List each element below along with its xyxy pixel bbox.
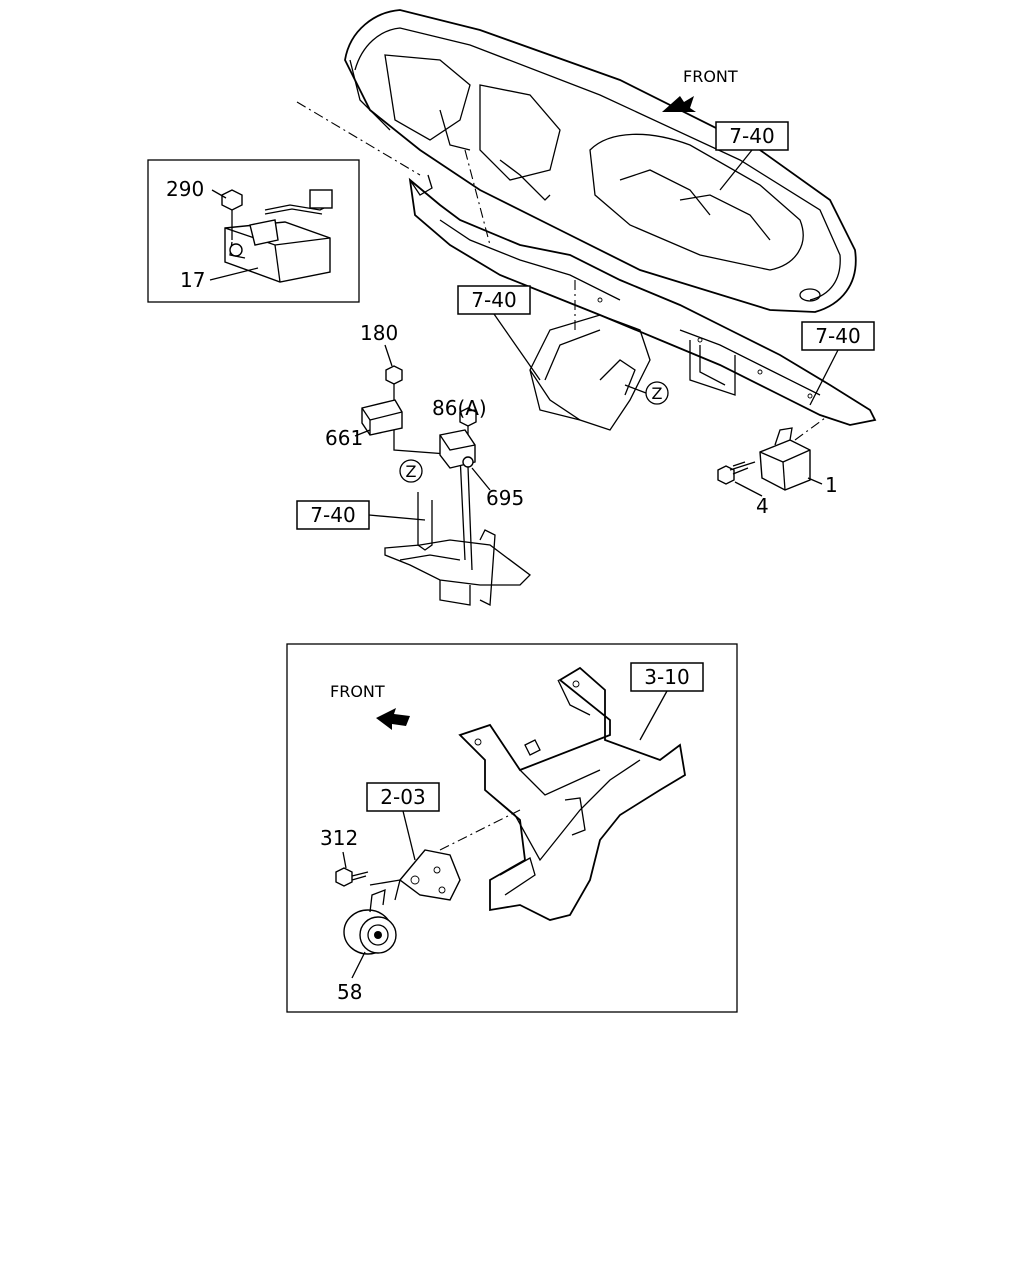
dashboard-assembly [344,9,857,313]
svg-text:FRONT: FRONT [683,67,738,86]
ref-box-center-bracket: 7-40 [457,285,541,381]
part-number-290: 290 [166,177,204,201]
ref-box-bracket: 2-03 [366,782,440,861]
svg-text:3-10: 3-10 [644,665,689,689]
svg-text:7-40: 7-40 [310,503,355,527]
front-arrow-top: FRONT [662,67,738,112]
part-number-695: 695 [486,486,524,510]
ref-box-dash-panel: 7-40 [715,121,789,191]
center-bracket [529,280,651,431]
part-number-312: 312 [320,826,358,850]
sensor-661: 180 661 [325,321,466,561]
part-number-180: 180 [360,321,398,345]
horn-58: 58 [337,889,397,1004]
svg-text:7-40: 7-40 [471,288,516,312]
part-number-4: 4 [756,494,769,518]
part-number-1: 1 [825,473,838,497]
svg-text:Z: Z [652,384,663,403]
support-frame [458,666,686,921]
bracket-695: 86(A) 695 [432,396,524,571]
bottom-frame-box [286,643,738,1013]
part-number-661: 661 [325,426,363,450]
crossmember [408,174,877,426]
front-arrow-bottom: FRONT [330,682,410,730]
horn-bracket [369,849,461,901]
part-number-17: 17 [180,268,205,292]
ref-box-frame: 3-10 [630,662,704,741]
svg-text:Z: Z [406,462,417,481]
sensor-module-1: 1 4 [717,417,838,518]
svg-text:7-40: 7-40 [815,324,860,348]
circle-marker-z-right: Z [624,381,669,405]
lower-bracket [384,492,531,607]
part-number-58: 58 [337,980,362,1004]
svg-text:7-40: 7-40 [729,124,774,148]
ref-box-crossmember: 7-40 [801,321,875,406]
inset-box: 290 17 [147,159,360,303]
screw-312: 312 [320,826,369,887]
circle-marker-z-left: Z [399,459,423,483]
svg-text:FRONT: FRONT [330,682,385,701]
ref-box-lower-bracket: 7-40 [296,500,426,530]
part-number-86a: 86(A) [432,396,487,420]
svg-text:2-03: 2-03 [380,785,425,809]
